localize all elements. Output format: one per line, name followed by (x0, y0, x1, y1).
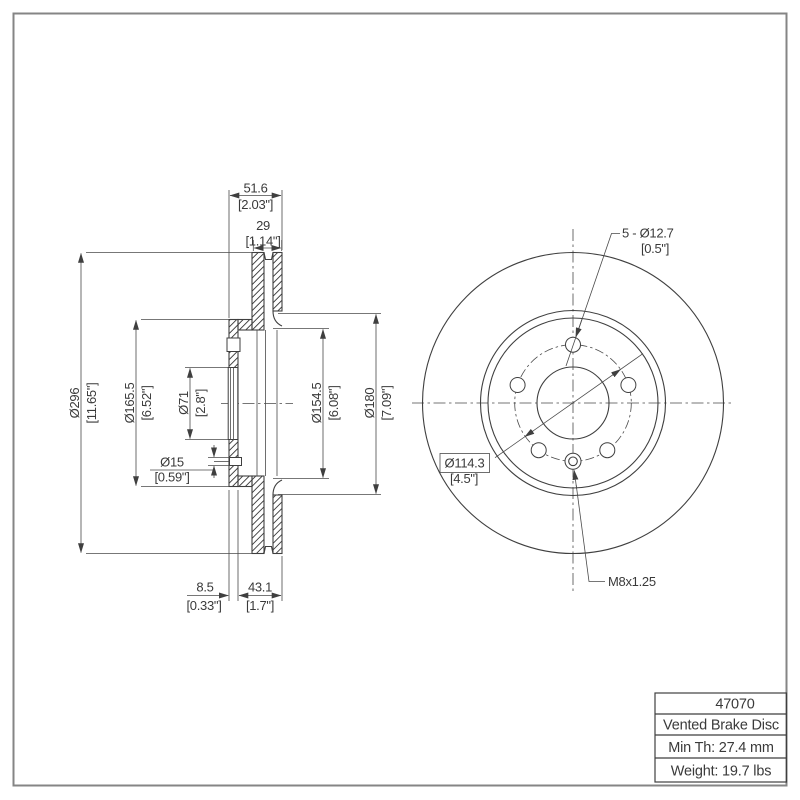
outboard-plate-bottom (272, 494, 283, 555)
dimension-lines (78, 192, 379, 599)
dim-bolt-circle-in: [4.5"] (450, 471, 478, 486)
dim-friction-band-diameter-mm: Ø180 (362, 388, 377, 419)
outboard-plate-top (272, 251, 283, 312)
weight: Weight: 19.7 lbs (671, 764, 772, 780)
lug-hole-callout: 5 - Ø12.7 [0.5"] (565, 226, 674, 367)
dim-friction-band-diameter-in: [7.09"] (379, 385, 394, 420)
dim-hat-depth-in: [1.7"] (246, 598, 274, 613)
hat-web-top (237, 318, 253, 331)
dim-overall-width-in: [2.03"] (238, 197, 273, 212)
hat-circle (487, 317, 659, 489)
set-screw-hole-inner (568, 456, 578, 467)
dim-disc-thickness-in: [1.14"] (245, 234, 280, 249)
dim-flange-thickness-in: [0.33"] (186, 598, 221, 613)
inboard-plate-bottom (251, 475, 265, 555)
set-screw-hole-section (229, 457, 242, 466)
hat-bowl-silhouette (256, 330, 278, 476)
sheet-border (12, 12, 788, 787)
dim-inner-friction-diameter-in: [6.08"] (326, 385, 341, 420)
lug-hole-bottom-right (599, 442, 616, 459)
lug-hole-right (620, 377, 637, 393)
dim-overall-width-mm: 51.6 (243, 181, 267, 196)
dim-outer-diameter-mm: Ø296 (67, 388, 82, 419)
min-thickness: Min Th: 27.4 mm (668, 740, 774, 756)
lug-hole-bottom-left (530, 442, 547, 459)
section-dimension-texts: 51.6 [2.03"] 29 [1.14"] Ø296 [11.65"] Ø1… (67, 181, 394, 614)
callout-lug-holes-mm: 5 - Ø12.7 (622, 226, 674, 241)
set-screw-hole-outer (564, 452, 582, 470)
title-block: 47070 Vented Brake Disc Min Th: 27.4 mm … (654, 692, 788, 783)
dim-bore-diameter-in: [2.8"] (193, 389, 208, 417)
section-detail-edges (263, 252, 283, 554)
dim-hat-diameter-in: [6.52"] (139, 385, 154, 420)
part-number: 47070 (715, 697, 754, 713)
dim-outer-diameter-in: [11.65"] (84, 382, 99, 423)
dim-small-hole-in: [0.59"] (154, 470, 189, 485)
bolt-circle-dimension: Ø114.3 [4.5"] (439, 353, 644, 486)
lug-hole-section (226, 337, 241, 352)
title-block-border (654, 692, 788, 783)
section-view: 51.6 [2.03"] 29 [1.14"] Ø296 [11.65"] Ø1… (67, 181, 394, 614)
dim-small-hole-mm: Ø15 (160, 455, 184, 470)
vent-outlet-fillet-top (272, 310, 283, 327)
dim-hat-diameter-mm: Ø165.5 (122, 383, 137, 424)
inboard-plate-top (251, 251, 265, 331)
extension-lines (86, 190, 381, 601)
dim-inner-friction-diameter-mm: Ø154.5 (309, 383, 324, 424)
set-screw-hole (564, 452, 582, 470)
center-bore-section (227, 367, 239, 440)
lug-hole-left (509, 377, 526, 393)
dim-hat-depth-mm: 43.1 (248, 580, 272, 595)
front-view: Ø114.3 [4.5"] 5 - Ø12.7 [0.5"] M8x1.25 (412, 226, 734, 594)
dim-bolt-circle-mm: Ø114.3 (445, 456, 485, 471)
dim-flange-thickness-mm: 8.5 (196, 580, 213, 595)
dim-disc-thickness-mm: 29 (256, 218, 270, 233)
callout-lug-holes-in: [0.5"] (641, 241, 669, 256)
lug-holes (509, 336, 637, 459)
hat-web-bottom (237, 475, 253, 488)
set-screw-callout: M8x1.25 (572, 469, 656, 589)
friction-inner-circle (479, 309, 667, 497)
vent-notch-bottom (263, 545, 274, 554)
center-bore-circle (536, 366, 610, 440)
disc-outer-circle (421, 251, 725, 555)
bolt-circle-label-box (439, 453, 490, 473)
vent-outlet-fillet-bottom (272, 479, 283, 496)
dim-bore-diameter-mm: Ø71 (176, 391, 191, 415)
product-name: Vented Brake Disc (663, 718, 779, 734)
vent-notch-top (263, 252, 274, 261)
callout-set-screw-thread: M8x1.25 (608, 574, 656, 589)
